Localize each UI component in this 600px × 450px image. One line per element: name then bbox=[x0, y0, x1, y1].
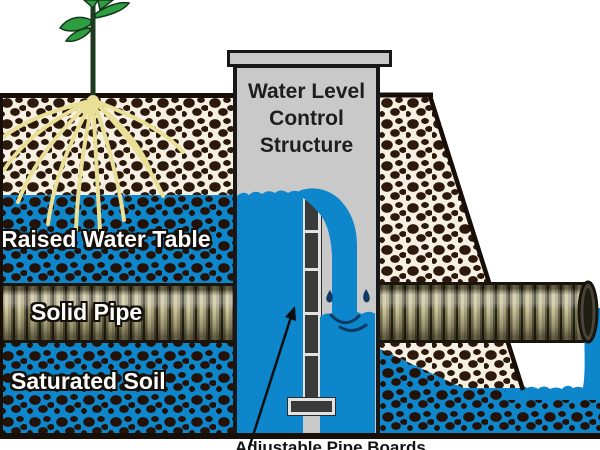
saturated-soil-label: Saturated Soil bbox=[11, 368, 166, 394]
ground-surface-line bbox=[0, 93, 237, 98]
solid-pipe-label: Solid Pipe bbox=[31, 299, 143, 325]
embankment bbox=[380, 97, 523, 388]
outlet-pipe bbox=[378, 282, 592, 343]
structure-title: Water Level Control Structure bbox=[233, 78, 380, 159]
riser-base bbox=[288, 398, 335, 415]
adjustable-boards-caption: Adjustable Pipe Boards bbox=[235, 438, 426, 450]
topsoil-left bbox=[0, 97, 236, 197]
structure-title-line3: Structure bbox=[259, 134, 354, 157]
board-joint bbox=[305, 353, 318, 356]
board-joint bbox=[305, 230, 318, 233]
board-joint bbox=[305, 268, 318, 271]
structure-title-line2: Control bbox=[269, 107, 344, 130]
board-joint bbox=[305, 312, 318, 315]
riser-boards bbox=[302, 197, 321, 400]
bottom-border bbox=[0, 433, 600, 439]
structure-title-line1: Water Level bbox=[247, 80, 366, 103]
left-border bbox=[0, 93, 3, 437]
bottom-margin bbox=[0, 439, 600, 450]
raised-water-table-label: Raised Water Table bbox=[1, 226, 211, 252]
solid-pipe bbox=[0, 283, 236, 343]
